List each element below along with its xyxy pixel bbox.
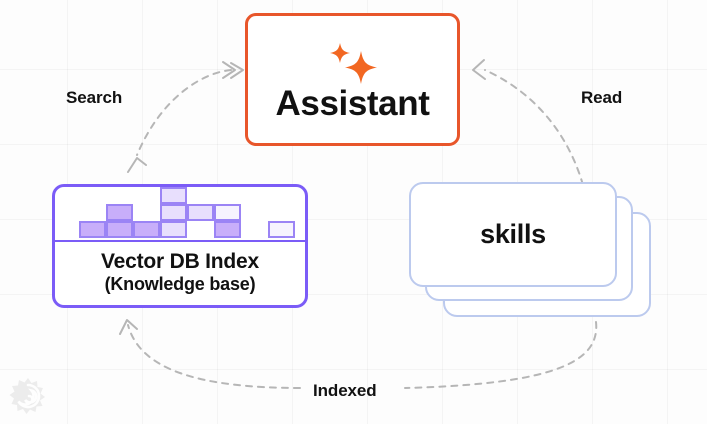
vector-db-title: Vector DB Index — [100, 249, 260, 273]
edge-read-arrow — [472, 59, 584, 186]
vector-db-subtitle: (Knowledge base) — [104, 273, 256, 294]
chart-cell — [106, 221, 133, 238]
skills-card-front[interactable]: skills — [409, 182, 617, 287]
edge-label-search: Search — [66, 88, 123, 107]
vector-db-node[interactable]: Vector DB Index (Knowledge base) — [52, 184, 308, 308]
chart-cell — [106, 204, 133, 221]
chart-cell — [268, 221, 295, 238]
chart-cell — [187, 204, 214, 221]
skills-label: skills — [480, 219, 546, 249]
chart-cell — [160, 204, 187, 221]
chart-cell — [133, 221, 160, 238]
edge-search-arrowhead — [222, 61, 236, 79]
edge-search-arrow — [127, 62, 244, 173]
chart-cell — [214, 221, 241, 238]
chart-cell — [214, 204, 241, 221]
spiral-sun-logo-icon — [9, 378, 45, 414]
assistant-node[interactable]: Assistant — [245, 13, 460, 146]
vector-db-label-group: Vector DB Index (Knowledge base) — [55, 242, 305, 305]
chart-cell — [160, 187, 187, 204]
sparkles-icon — [329, 42, 377, 84]
chart-cell — [79, 221, 106, 238]
chart-cell — [160, 221, 187, 238]
vector-db-bar-chart — [55, 187, 305, 242]
edge-label-indexed: Indexed — [313, 381, 377, 400]
assistant-label: Assistant — [275, 83, 430, 123]
edge-indexed-arrow — [119, 319, 598, 389]
edge-label-read: Read — [581, 88, 623, 107]
